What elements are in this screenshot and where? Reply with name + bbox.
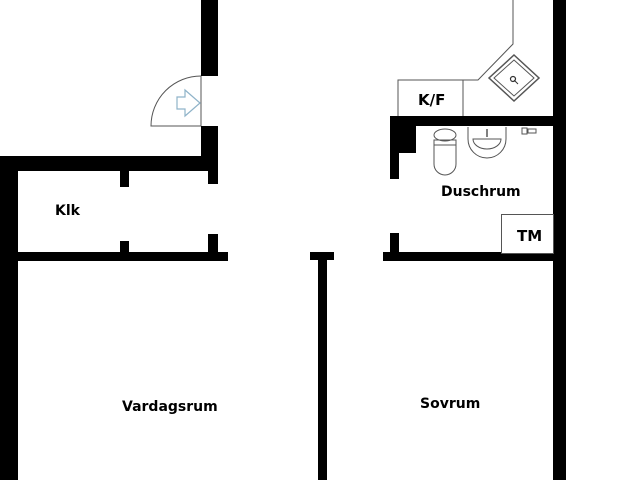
wall-entry-vertical-top xyxy=(201,0,218,76)
room-label-vardagsrum: Vardagsrum xyxy=(122,399,218,415)
entry-door-swing xyxy=(150,75,202,127)
wall-bath-bottom xyxy=(383,252,555,261)
wall-klk-post-1 xyxy=(120,170,129,187)
room-label-klk: Klk xyxy=(55,203,80,219)
wall-klk-top xyxy=(0,156,218,171)
kf-label: K/F xyxy=(418,91,446,109)
tm-box xyxy=(501,214,554,254)
wall-bath-left-stub xyxy=(390,233,399,255)
washbasin-icon xyxy=(467,127,507,159)
entrance-arrow-icon xyxy=(176,88,201,118)
wall-klk-post-4 xyxy=(208,234,218,254)
sink-icon xyxy=(487,53,541,103)
wall-left-outer xyxy=(0,156,18,480)
wall-klk-post-2 xyxy=(208,170,218,184)
wall-partition-vertical xyxy=(318,254,327,480)
faucet-icon xyxy=(521,127,537,135)
wall-bath-top xyxy=(390,116,555,126)
wall-klk-bottom xyxy=(16,252,228,261)
tm-label: TM xyxy=(517,227,543,245)
wall-entry-vertical-bottom xyxy=(201,126,218,158)
room-label-sovrum: Sovrum xyxy=(420,396,481,412)
wall-right-outer xyxy=(553,0,566,480)
toilet-icon xyxy=(433,128,457,176)
wall-klk-post-3 xyxy=(120,241,129,254)
room-label-duschrum: Duschrum xyxy=(441,184,521,200)
